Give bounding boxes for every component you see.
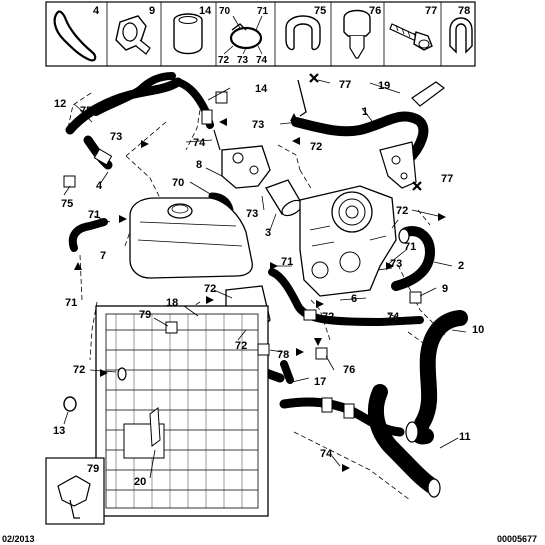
- callout-71-a: 71: [88, 209, 100, 221]
- inset-box: [45, 457, 105, 525]
- callout-1: 1: [362, 106, 368, 118]
- header-label-78: 78: [458, 5, 470, 17]
- callout-4: 4: [96, 180, 103, 192]
- callout-73-a: 73: [110, 131, 122, 143]
- callout-6: 6: [351, 293, 357, 305]
- callout-74-b: 74: [387, 311, 400, 323]
- callout-3: 3: [265, 227, 271, 239]
- header-label-75: 75: [314, 5, 326, 17]
- expansion-tank: [129, 197, 253, 279]
- footer-reference-number: 00005677: [497, 534, 537, 544]
- hose-clamp-icon: [223, 15, 263, 55]
- callout-71-c: 71: [281, 256, 293, 268]
- header-label-73: 73: [237, 55, 249, 66]
- callout-8: 8: [196, 159, 202, 171]
- callout-74-c: 74: [320, 448, 333, 460]
- callout-11: 11: [459, 431, 471, 443]
- callout-77-b: 77: [441, 173, 453, 185]
- callout-10: 10: [472, 324, 484, 336]
- callout-7: 7: [100, 250, 106, 262]
- header-label-9: 9: [149, 5, 155, 17]
- callout-79-a: 79: [139, 309, 151, 321]
- callout-75-a: 75: [80, 105, 92, 117]
- callout-71-d: 71: [404, 241, 416, 253]
- callout-72-b: 72: [396, 205, 408, 217]
- sleeve-icon: [173, 13, 203, 55]
- callout-72-c: 72: [204, 283, 216, 295]
- callout-2: 2: [458, 260, 464, 272]
- callout-77-a: 77: [339, 79, 351, 91]
- callout-13: 13: [53, 425, 65, 437]
- small-bracket: [411, 81, 445, 107]
- x-markers: [309, 73, 422, 191]
- callout-12: 12: [54, 98, 66, 110]
- header-label-74: 74: [256, 55, 268, 66]
- callout-71-b: 71: [65, 297, 77, 309]
- bolt-icon: [389, 23, 433, 51]
- header-label-4: 4: [93, 5, 100, 17]
- engine-housing: [299, 185, 397, 297]
- header-label-14: 14: [199, 5, 212, 17]
- callout-17: 17: [314, 376, 326, 388]
- callout-78: 78: [277, 349, 289, 361]
- omega-clip-icon: [285, 15, 321, 51]
- push-clip-icon: [343, 9, 371, 59]
- clip-loop-icon: [53, 10, 97, 62]
- callout-73-b: 73: [252, 119, 264, 131]
- callout-72-a: 72: [310, 141, 322, 153]
- header-label-70: 70: [219, 6, 231, 17]
- callout-72-d: 72: [235, 340, 247, 352]
- callout-72-f: 72: [322, 311, 334, 323]
- callout-18: 18: [166, 297, 178, 309]
- callout-20: 20: [134, 476, 146, 488]
- footer-date: 02/2013: [2, 534, 35, 544]
- parts-header-strip: 4 9 14 70 71 72 73 74 75 76 77 78: [45, 1, 476, 67]
- pipe-clip-icon: [449, 17, 473, 54]
- callout-73-c: 73: [246, 208, 258, 220]
- hose-clamps: [93, 109, 441, 498]
- coupling-icon: [115, 15, 151, 55]
- callout-9: 9: [442, 283, 448, 295]
- callout-73-d: 73: [390, 258, 402, 270]
- header-label-77: 77: [425, 5, 437, 17]
- mounting-bracket: [297, 79, 417, 189]
- callout-19: 19: [378, 80, 390, 92]
- callout-14: 14: [255, 83, 268, 95]
- callout-75-b: 75: [61, 198, 73, 210]
- callout-74-a: 74: [193, 137, 206, 149]
- o-ring: [63, 396, 77, 412]
- callout-labels: 1 2 3 4 6 7 8 9 10 11 12 13 14 17 18 19 …: [53, 79, 484, 488]
- header-label-72: 72: [218, 55, 230, 66]
- leader-lines: [63, 79, 467, 479]
- radiator: [95, 305, 269, 517]
- callout-76: 76: [343, 364, 355, 376]
- callout-72-e: 72: [73, 364, 85, 376]
- header-label-71: 71: [257, 6, 269, 17]
- thermostat-housing: [213, 129, 271, 189]
- coolant-sleeve: [265, 179, 303, 217]
- callout-70: 70: [172, 177, 184, 189]
- callout-79-b: 79: [87, 463, 99, 475]
- header-label-76: 76: [369, 5, 381, 17]
